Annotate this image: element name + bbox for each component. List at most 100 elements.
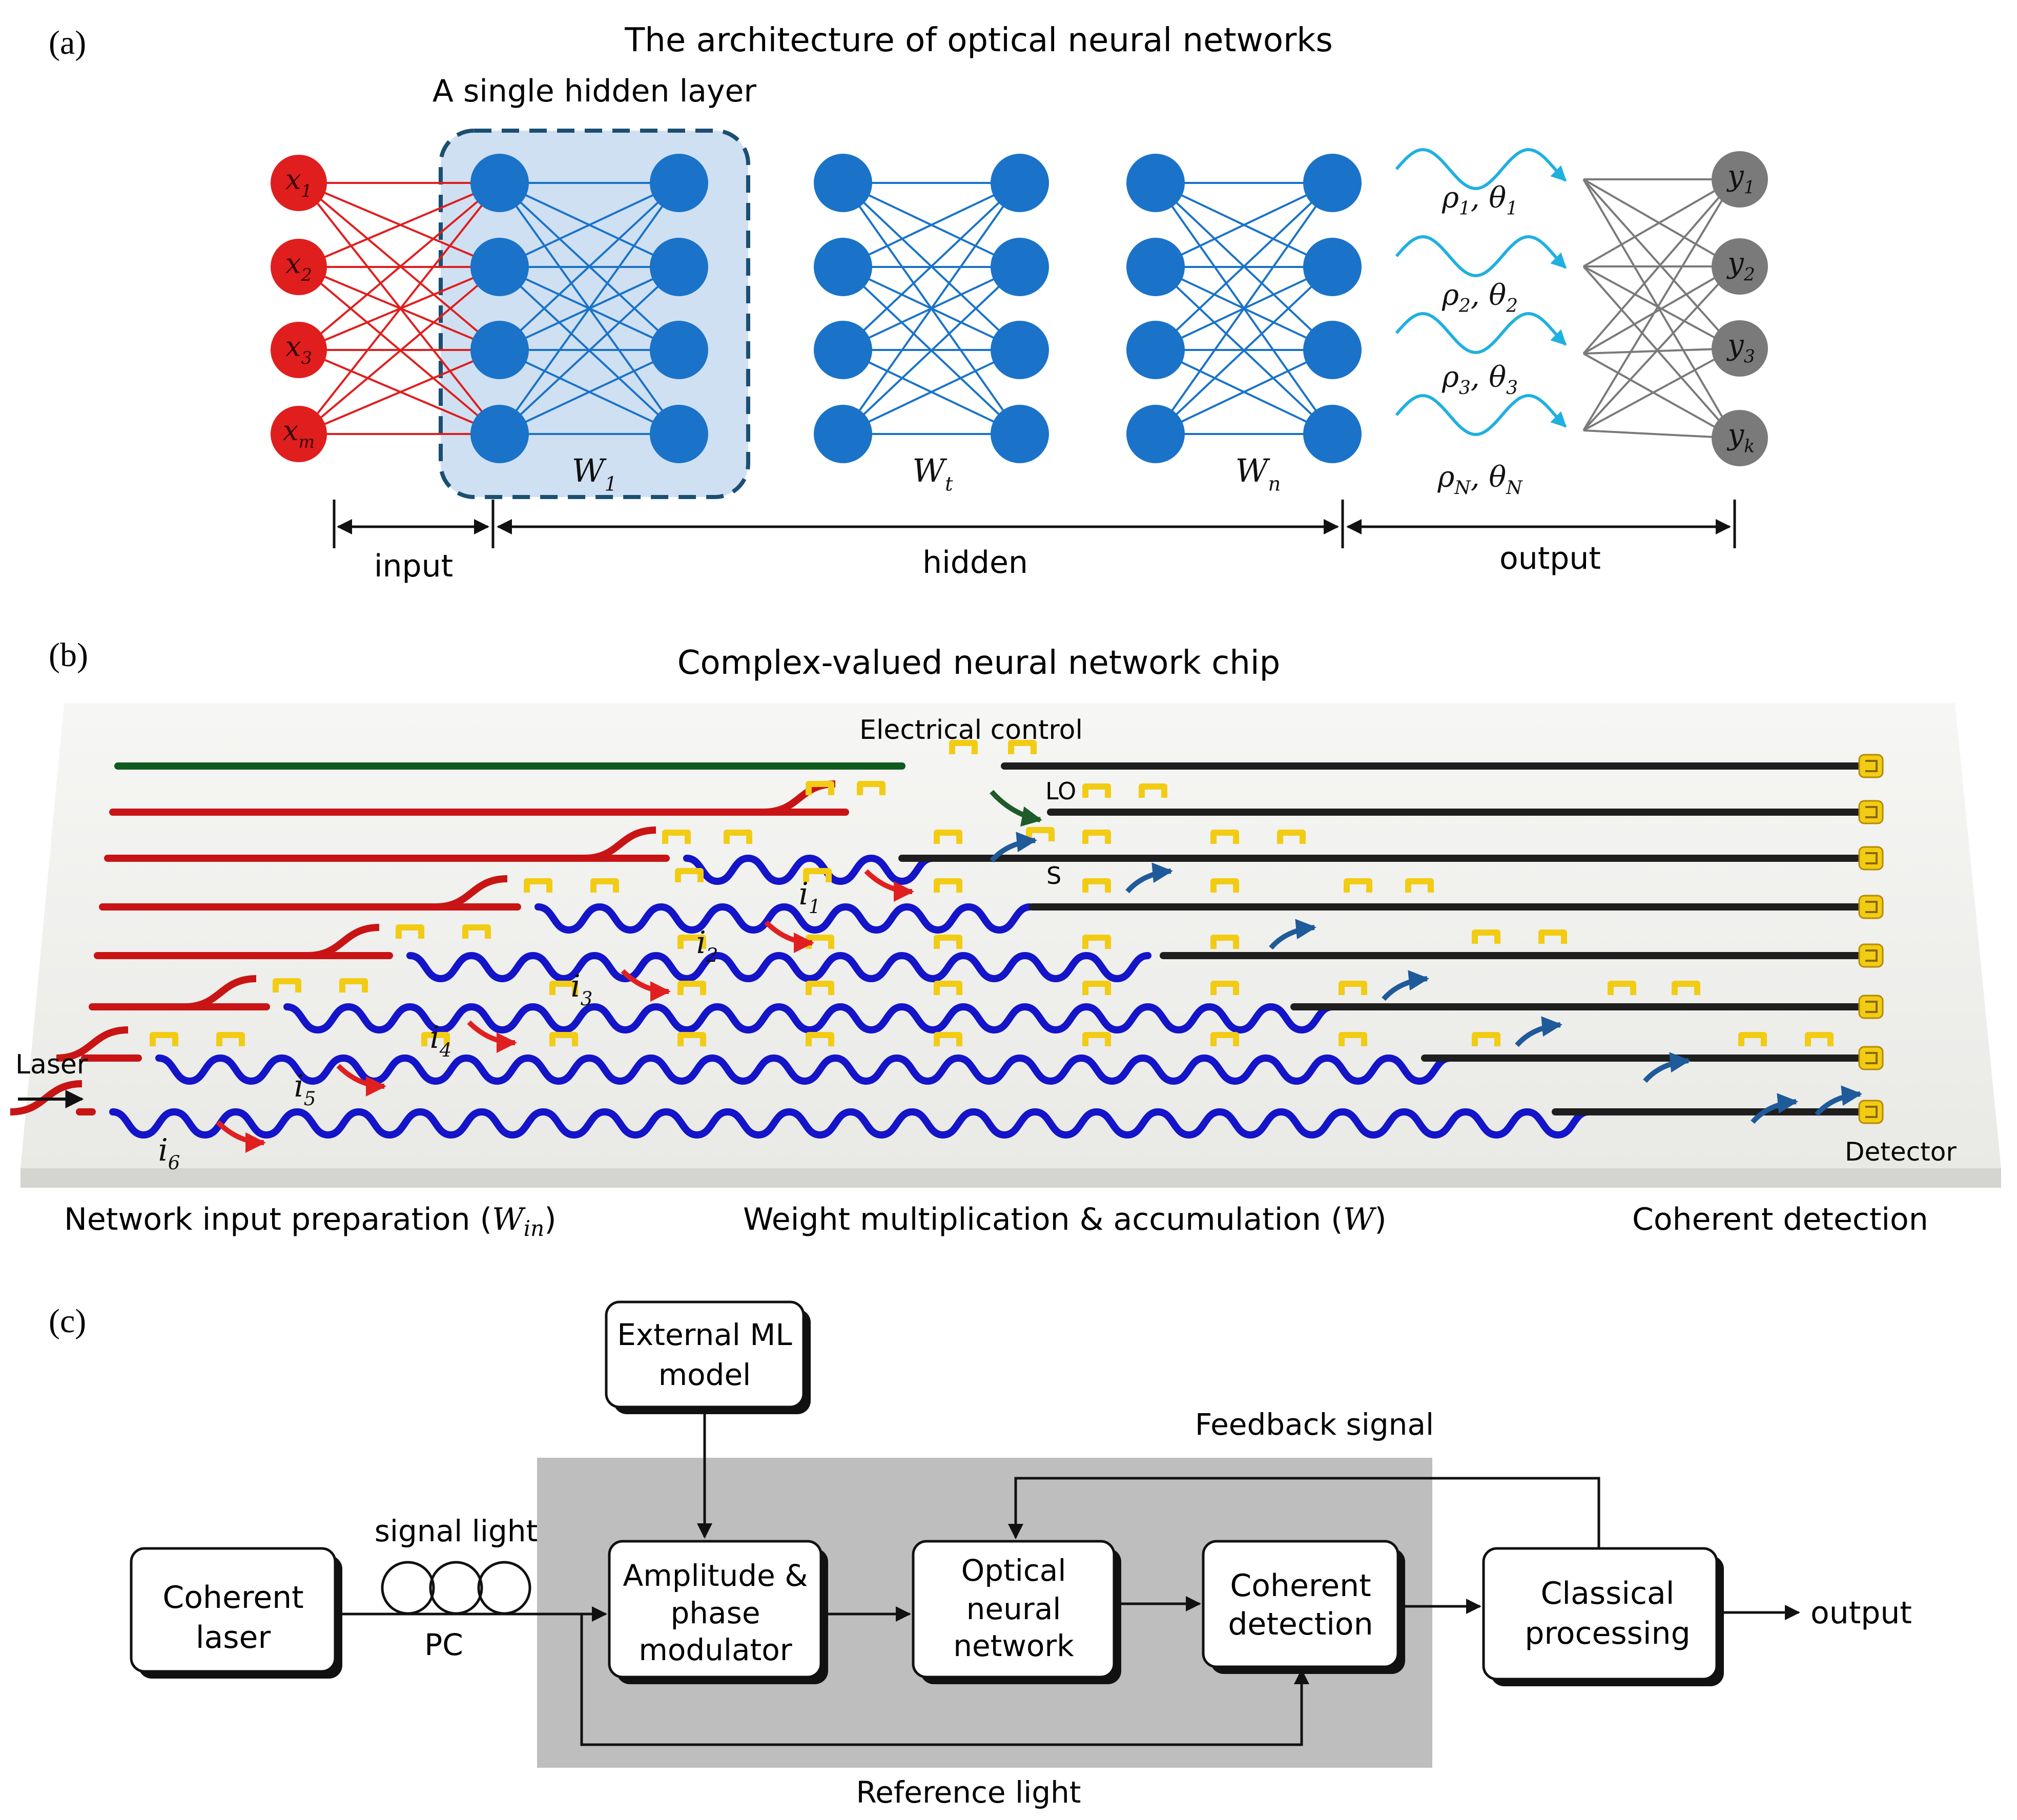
hidden-node <box>991 321 1049 379</box>
output-edge <box>1582 178 1736 439</box>
phase-heater <box>1805 1032 1834 1046</box>
hidden-edge <box>499 182 680 268</box>
current-label: i6 <box>158 1132 180 1174</box>
feedback-label: Feedback signal <box>1195 1407 1434 1442</box>
phase-heater <box>724 830 752 844</box>
hidden-node <box>470 405 529 463</box>
output-edge <box>1583 429 1735 439</box>
phase-heater <box>549 1032 578 1046</box>
phase-heater <box>1538 929 1567 944</box>
phase-heater <box>1210 935 1239 949</box>
phase-heater <box>662 830 691 844</box>
photodetector <box>1858 800 1884 824</box>
phase-heater <box>462 924 491 939</box>
hidden-node <box>1126 154 1185 212</box>
hidden-edge <box>842 182 1021 351</box>
pc-loop <box>381 1561 435 1615</box>
detection-flow-arrow <box>1815 1085 1862 1116</box>
phase-heater <box>1472 1032 1500 1046</box>
photodetector-pad <box>1865 949 1878 962</box>
input-edge <box>300 266 501 435</box>
detection-flow-arrow <box>1382 970 1429 1001</box>
weight-waveguide <box>683 854 936 885</box>
photodetector-pad <box>1865 760 1878 772</box>
svg-text:modulator: modulator <box>639 1632 792 1667</box>
svg-text:Optical: Optical <box>961 1553 1066 1588</box>
hidden-edge <box>1155 349 1333 435</box>
wave-label: ρ3, θ3 <box>1442 361 1518 399</box>
hidden-edge <box>842 182 1020 268</box>
panel-a-tag: (a) <box>49 24 86 61</box>
current-label: i3 <box>571 968 593 1010</box>
hidden-node <box>991 154 1049 212</box>
detector-label: Detector <box>1845 1137 1957 1167</box>
hidden-edge <box>1155 182 1333 351</box>
input-edge <box>300 182 501 435</box>
input-node <box>271 239 327 295</box>
output-node-label: y3 <box>1726 328 1755 367</box>
phase-heater <box>1082 830 1111 844</box>
input-node-label: x1 <box>285 163 312 201</box>
hidden-node <box>470 321 529 379</box>
hidden-node <box>814 321 872 379</box>
photodetector-pad <box>1865 852 1878 864</box>
svg-text:model: model <box>658 1357 751 1392</box>
detection-flow-arrow <box>1125 862 1173 894</box>
weight-label: W1 <box>572 452 617 495</box>
phase-heater <box>934 1032 962 1046</box>
output-label: output <box>1810 1595 1912 1631</box>
phase-heater <box>1210 830 1239 844</box>
lo-arrow <box>990 790 1042 827</box>
photodetector <box>1858 754 1884 778</box>
phase-heater <box>1472 929 1500 944</box>
output-edge <box>1582 178 1736 355</box>
lo-label: LO <box>1045 777 1076 805</box>
input-node-label: x2 <box>285 247 312 285</box>
detection-flow-arrow <box>1269 919 1316 950</box>
phase-heater <box>1210 878 1239 893</box>
phase-heater <box>339 978 368 992</box>
svg-text:Coherent: Coherent <box>1230 1568 1371 1604</box>
photodetector-pad <box>1865 901 1878 913</box>
phase-heater <box>806 981 834 995</box>
hidden-node <box>650 154 708 212</box>
phase-heater <box>1339 981 1367 995</box>
output-wave <box>1395 235 1567 278</box>
output-wave <box>1395 312 1567 355</box>
hidden-edge <box>499 182 680 351</box>
hidden-edge <box>1155 182 1333 435</box>
reference-light-label: Reference light <box>856 1775 1081 1810</box>
output-node <box>1712 320 1768 377</box>
input-node <box>271 322 327 378</box>
phase-heater <box>1210 1032 1239 1046</box>
hidden-node <box>991 405 1049 463</box>
detection-flow-arrow <box>990 832 1037 863</box>
hidden-node <box>814 238 872 296</box>
weight-waveguide <box>283 1003 1336 1034</box>
svg-text:laser: laser <box>196 1620 271 1656</box>
phase-heater <box>677 935 706 949</box>
phase-heater <box>1082 878 1111 893</box>
current-arrow <box>336 1064 386 1097</box>
panel-c-tag: (c) <box>49 1302 86 1340</box>
photodetector <box>1858 1100 1884 1124</box>
panel-b-chip: (b) Complex-valued neural network chip E… <box>10 636 2001 1241</box>
phase-heater <box>1082 935 1111 949</box>
pc-loop <box>429 1561 483 1615</box>
svg-text:phase: phase <box>670 1596 760 1630</box>
output-edge <box>1583 265 1735 349</box>
wave-label: ρN, θN <box>1437 461 1523 499</box>
hidden-edge <box>1155 182 1333 268</box>
detection-flow-arrow <box>1643 1052 1691 1083</box>
panel-c-system: (c) External ML model Coherent laser Amp… <box>49 1300 1912 1810</box>
photodetector <box>1858 943 1884 968</box>
phase-heater <box>549 981 578 995</box>
hidden-node <box>1303 154 1362 212</box>
detection-flow-arrow <box>1751 1093 1798 1124</box>
output-edge <box>1582 178 1736 431</box>
phase-heater <box>934 830 962 844</box>
input-node-label: x3 <box>285 330 312 368</box>
phase-heater <box>1139 783 1167 798</box>
hidden-edge <box>842 182 1021 435</box>
phase-heater <box>1008 740 1037 754</box>
